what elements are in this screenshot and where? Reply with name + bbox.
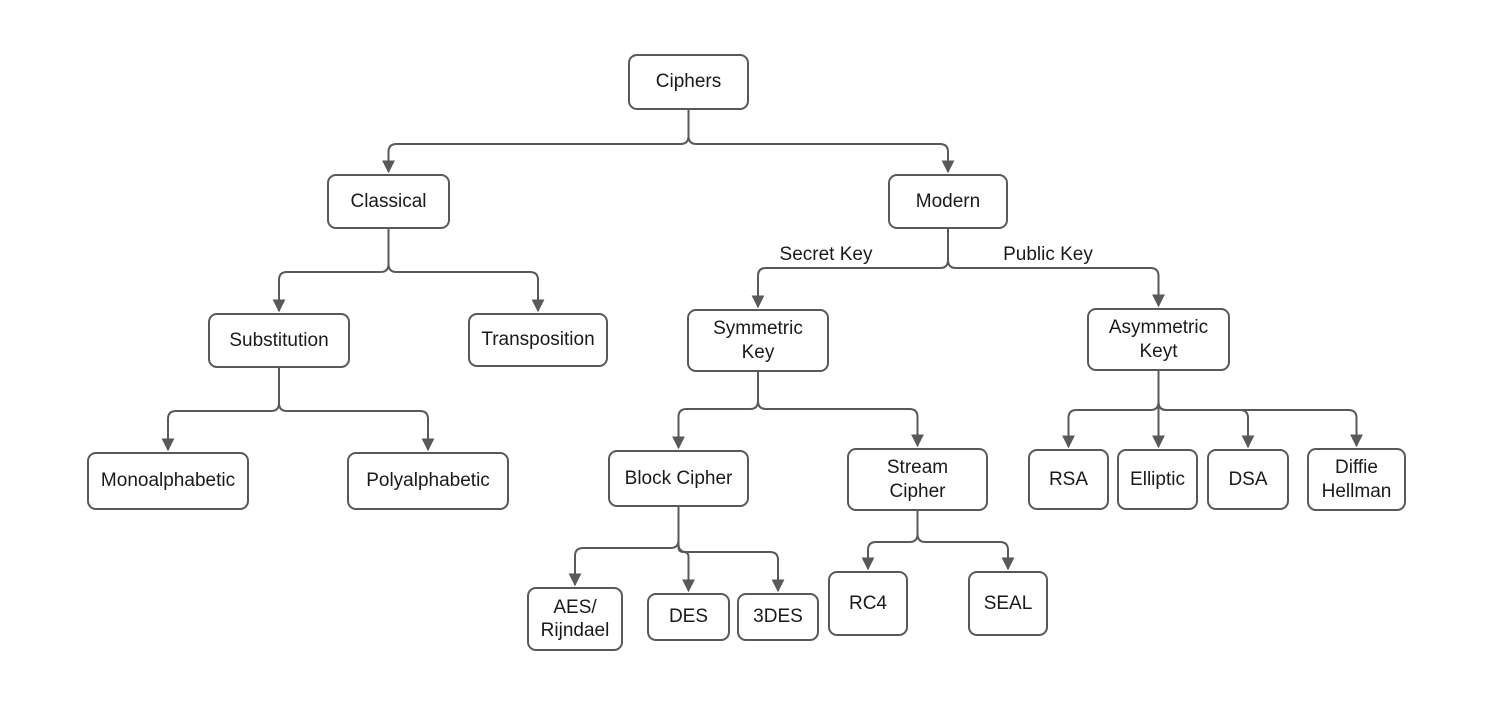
edge-block-des	[677, 507, 695, 593]
node-label: Monoalphabetic	[100, 470, 236, 492]
node-label: SEAL	[983, 592, 1033, 614]
node-rsa: RSA	[1028, 449, 1109, 510]
edge-symmetric-stream	[757, 372, 924, 448]
edge-substitution-polyalphabetic	[278, 368, 435, 452]
edge-stream-seal	[916, 511, 1015, 571]
edge-ciphers-classical	[382, 110, 690, 174]
node-rc4: RC4	[828, 571, 908, 636]
node-label: Asymmetric Keyt	[1108, 317, 1209, 362]
node-transposition: Transposition	[468, 313, 608, 367]
node-monoalphabetic: Monoalphabetic	[87, 452, 249, 510]
node-diffie: Diffie Hellman	[1307, 448, 1406, 511]
node-block: Block Cipher	[608, 450, 749, 507]
node-label: Classical	[350, 190, 427, 212]
node-substitution: Substitution	[208, 313, 350, 368]
node-label: Ciphers	[655, 71, 722, 93]
edge-modern-asymmetric	[947, 229, 1165, 308]
node-label: RC4	[848, 592, 887, 614]
edge-asymmetric-diffie	[1157, 371, 1363, 448]
node-label: 3DES	[753, 606, 803, 628]
node-aes: AES/ Rijndael	[527, 587, 623, 651]
node-tdes: 3DES	[737, 593, 819, 641]
node-label: Substitution	[229, 329, 329, 351]
node-label: Symmetric Key	[713, 318, 803, 363]
node-label: RSA	[1048, 468, 1089, 490]
edge-symmetric-block	[672, 372, 759, 450]
node-classical: Classical	[327, 174, 450, 229]
node-symmetric: Symmetric Key	[687, 309, 829, 372]
node-stream: Stream Cipher	[847, 448, 988, 511]
node-seal: SEAL	[968, 571, 1048, 636]
node-label: Modern	[915, 190, 981, 212]
edge-block-tdes	[677, 507, 785, 593]
edge-classical-transposition	[387, 229, 545, 313]
edge-asymmetric-rsa	[1062, 371, 1160, 449]
node-label: Stream Cipher	[886, 457, 949, 502]
node-label: DSA	[1228, 468, 1268, 490]
edge-label-public-key: Public Key	[1003, 244, 1093, 265]
node-des: DES	[647, 593, 730, 641]
node-label: Elliptic	[1130, 468, 1185, 490]
edge-asymmetric-dsa	[1157, 371, 1255, 449]
node-elliptic: Elliptic	[1117, 449, 1198, 510]
node-ciphers: Ciphers	[628, 54, 749, 110]
node-modern: Modern	[888, 174, 1008, 229]
node-polyalphabetic: Polyalphabetic	[347, 452, 509, 510]
node-label: Block Cipher	[624, 467, 733, 489]
node-label: DES	[668, 606, 709, 628]
edge-modern-symmetric	[751, 229, 949, 309]
node-label: Polyalphabetic	[366, 470, 490, 492]
edge-block-aes	[568, 507, 680, 587]
edge-classical-substitution	[272, 229, 390, 313]
edge-ciphers-modern	[687, 110, 955, 174]
node-asymmetric: Asymmetric Keyt	[1087, 308, 1230, 371]
edge-stream-rc4	[861, 511, 919, 571]
edge-substitution-monoalphabetic	[161, 368, 280, 452]
node-label: AES/ Rijndael	[540, 596, 610, 641]
node-label: Transposition	[481, 329, 595, 351]
edge-label-secret-key: Secret Key	[779, 244, 873, 265]
node-label: Diffie Hellman	[1321, 457, 1392, 502]
node-dsa: DSA	[1207, 449, 1289, 510]
